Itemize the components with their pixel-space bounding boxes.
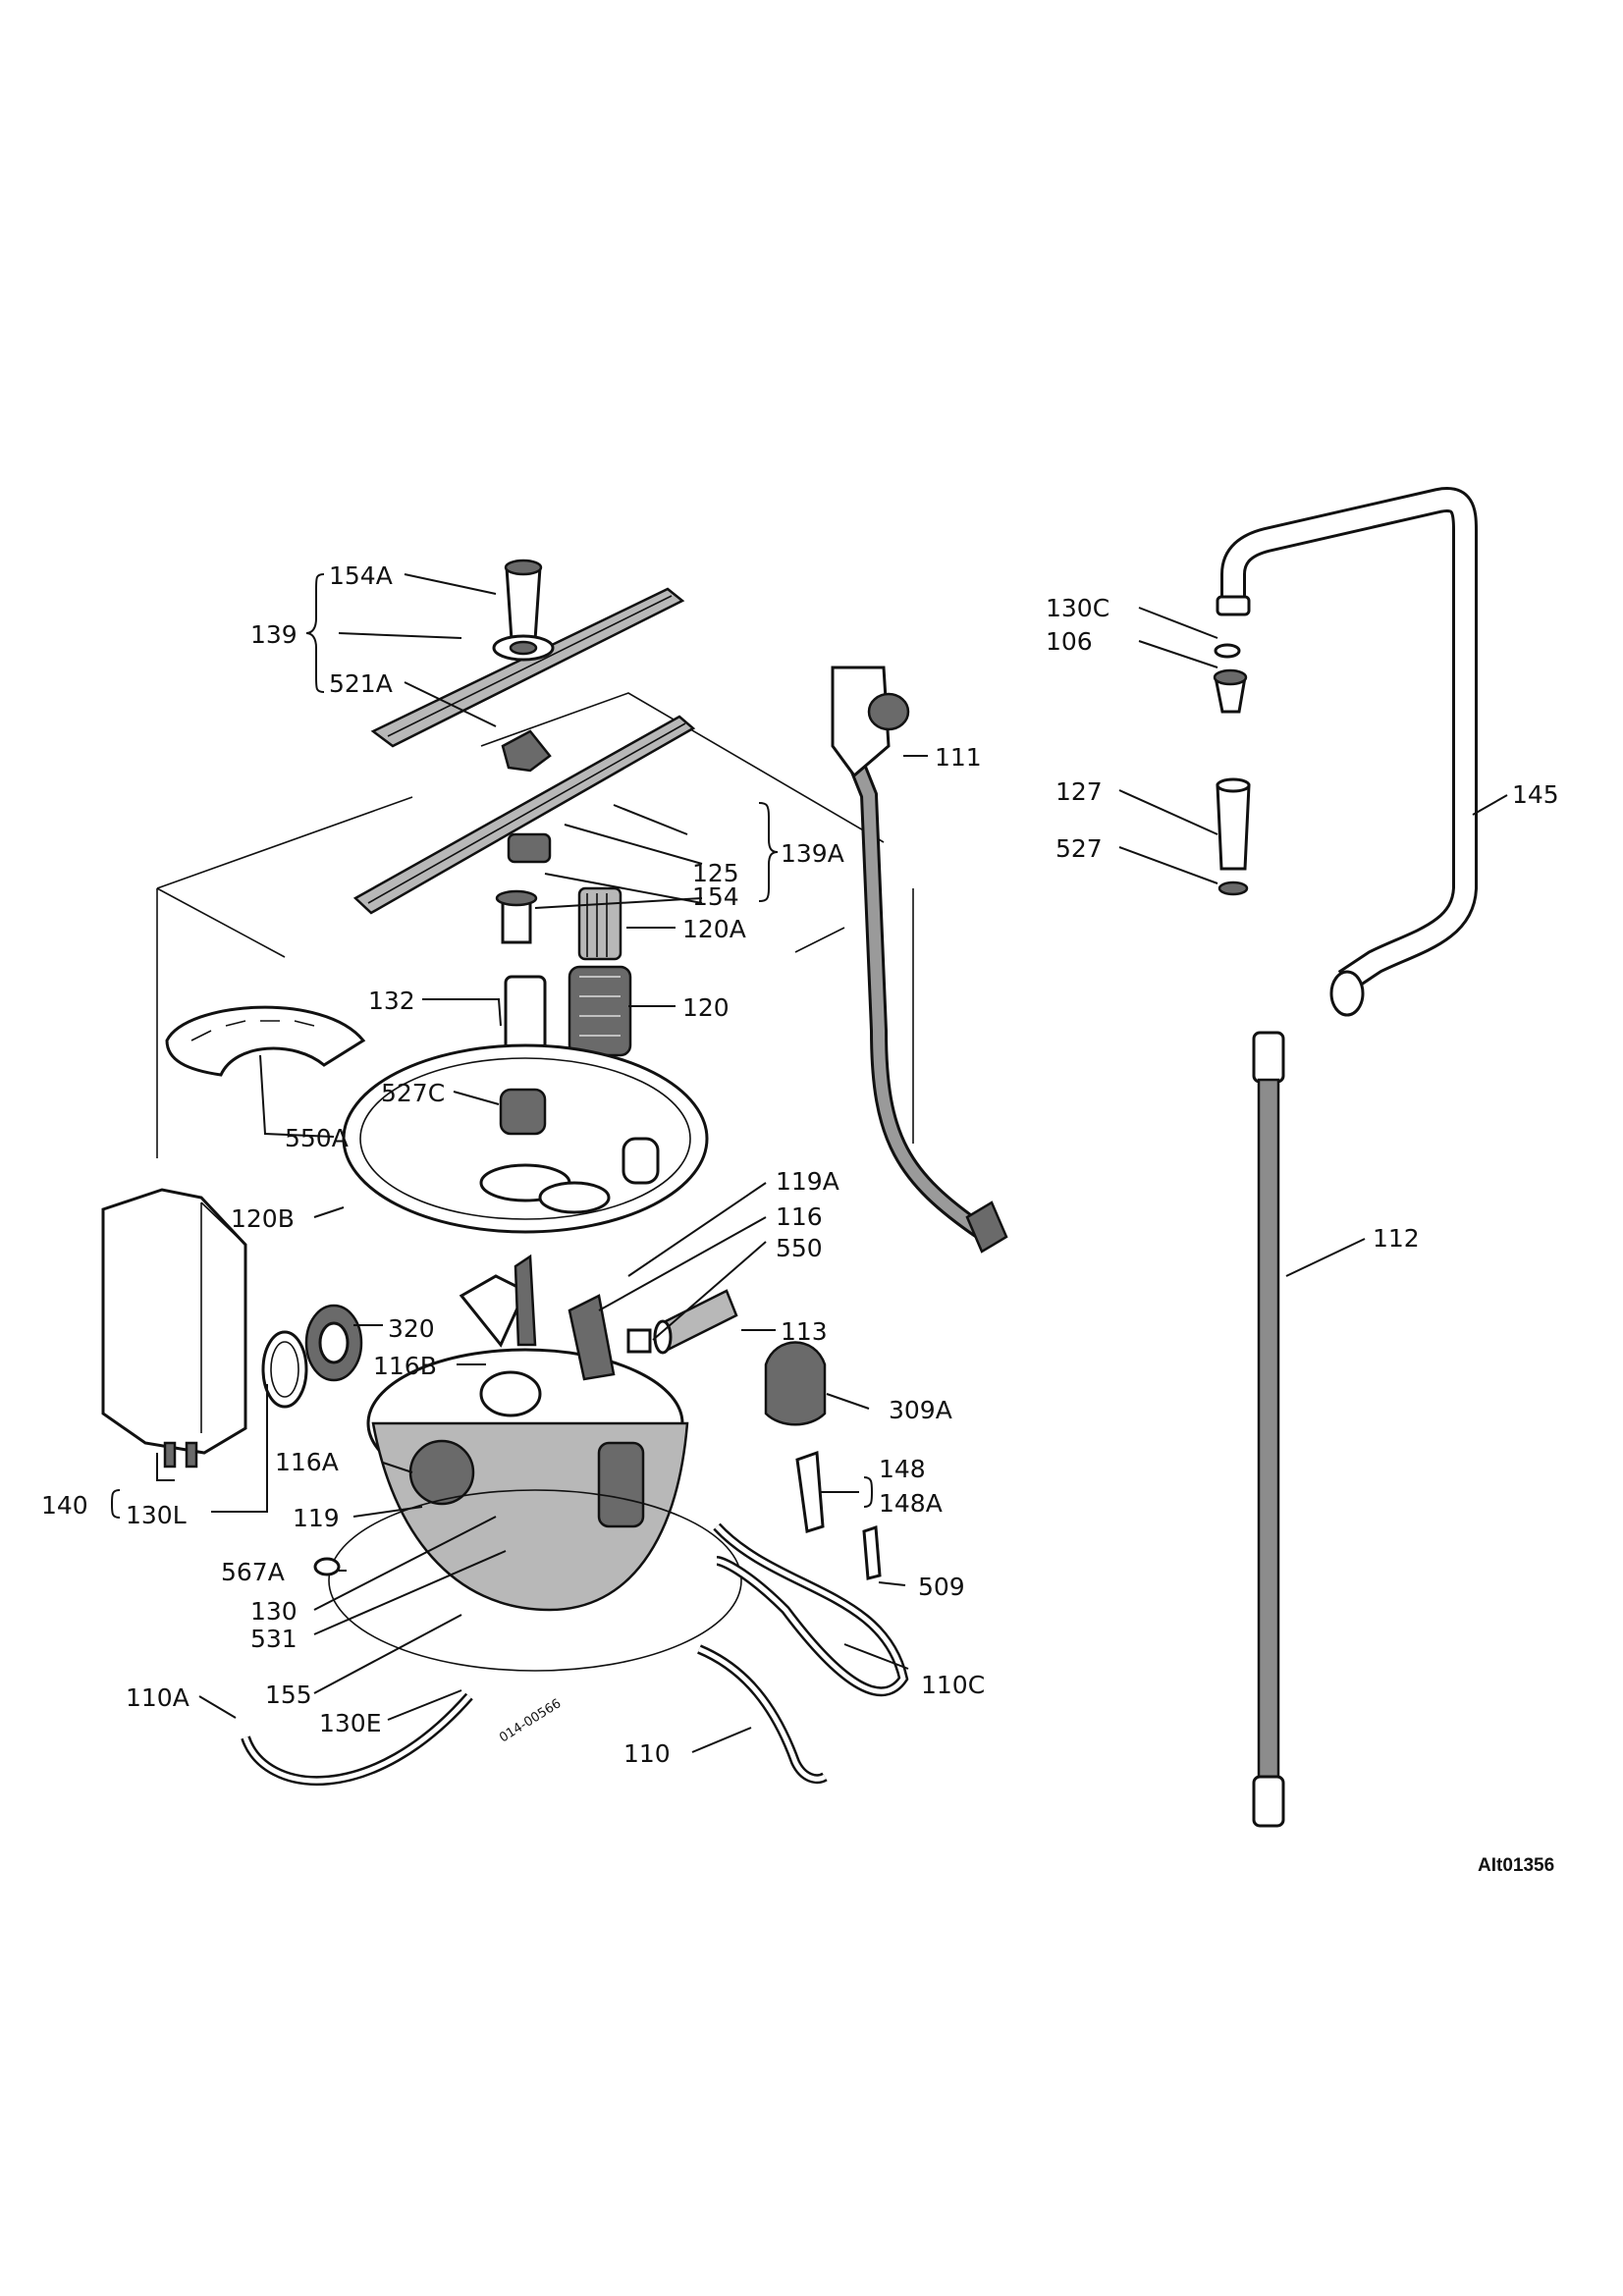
label-527C: 527C — [381, 1079, 445, 1107]
label-119A: 119A — [776, 1167, 839, 1196]
label-113: 113 — [781, 1317, 828, 1346]
upper-spray-arm — [370, 559, 685, 748]
connector-106 — [1213, 643, 1248, 714]
leader-lines — [110, 573, 1508, 1753]
label-531: 531 — [250, 1625, 298, 1653]
label-130: 130 — [250, 1597, 298, 1626]
part-148 — [795, 1450, 825, 1533]
label-550: 550 — [776, 1234, 823, 1262]
label-130C: 130C — [1046, 594, 1109, 622]
label-140: 140 — [41, 1491, 88, 1520]
label-110C: 110C — [921, 1671, 985, 1699]
sump-housing — [328, 1254, 742, 1672]
label-139: 139 — [250, 620, 298, 649]
label-155: 155 — [265, 1681, 312, 1709]
label-120: 120 — [682, 993, 730, 1022]
label-148A: 148A — [879, 1489, 943, 1518]
label-111: 111 — [935, 743, 982, 772]
label-125: 125 — [692, 859, 739, 887]
label-309A: 309A — [889, 1396, 952, 1424]
sump-plate-120B — [342, 1043, 709, 1234]
hose-113 — [653, 1289, 738, 1355]
pipe-145 — [1216, 487, 1478, 1017]
hose-112 — [1252, 1031, 1285, 1828]
label-110: 110 — [623, 1739, 671, 1768]
label-120B: 120B — [231, 1204, 295, 1233]
water-softener-140 — [101, 1188, 247, 1468]
cabinet-outline — [156, 692, 914, 1158]
hose-111 — [831, 666, 1008, 1254]
label-567A: 567A — [221, 1558, 285, 1586]
label-132: 132 — [368, 987, 415, 1015]
label-139A: 139A — [781, 839, 844, 868]
stamp-text: 014-00566 — [497, 1696, 564, 1745]
label-154: 154 — [692, 882, 739, 911]
label-145: 145 — [1512, 780, 1559, 809]
label-112: 112 — [1373, 1224, 1420, 1253]
hose-110A — [241, 1692, 473, 1787]
part-320 — [304, 1304, 363, 1382]
label-154A: 154A — [329, 561, 393, 590]
part-550 — [626, 1328, 652, 1354]
filter-120 — [568, 965, 632, 1057]
label-148: 148 — [879, 1455, 926, 1483]
spray-arm-clip — [501, 729, 552, 773]
label-521A: 521A — [329, 669, 393, 698]
part-309A — [764, 1341, 827, 1426]
label-127: 127 — [1055, 777, 1103, 806]
label-527: 527 — [1055, 834, 1103, 863]
diagram-code: AIt01356 — [1478, 1855, 1554, 1876]
filter-disc-550A — [165, 1005, 366, 1077]
nut-567A — [313, 1557, 341, 1576]
lower-spray-arm — [352, 715, 696, 915]
gasket-ring — [261, 1330, 308, 1409]
label-550A: 550A — [285, 1124, 349, 1152]
label-116A: 116A — [275, 1448, 339, 1476]
label-130L: 130L — [126, 1501, 187, 1529]
label-106: 106 — [1046, 627, 1093, 656]
spray-nozzle-154 — [495, 889, 538, 944]
hose-110 — [697, 1644, 828, 1785]
label-320: 320 — [388, 1314, 435, 1343]
connector-127 — [1216, 777, 1251, 896]
label-110A: 110A — [126, 1683, 189, 1712]
label-130E: 130E — [319, 1709, 382, 1737]
hose-110C — [713, 1522, 909, 1697]
label-116: 116 — [776, 1202, 823, 1231]
label-116B: 116B — [373, 1352, 437, 1380]
label-119: 119 — [293, 1504, 340, 1532]
part-509 — [862, 1524, 882, 1580]
label-120A: 120A — [682, 915, 746, 943]
micro-filter-120A — [577, 886, 622, 961]
part-labels: 154A 139 521A 139A 125 154 120A 120 132 … — [41, 561, 1559, 1768]
label-509: 509 — [918, 1573, 965, 1601]
